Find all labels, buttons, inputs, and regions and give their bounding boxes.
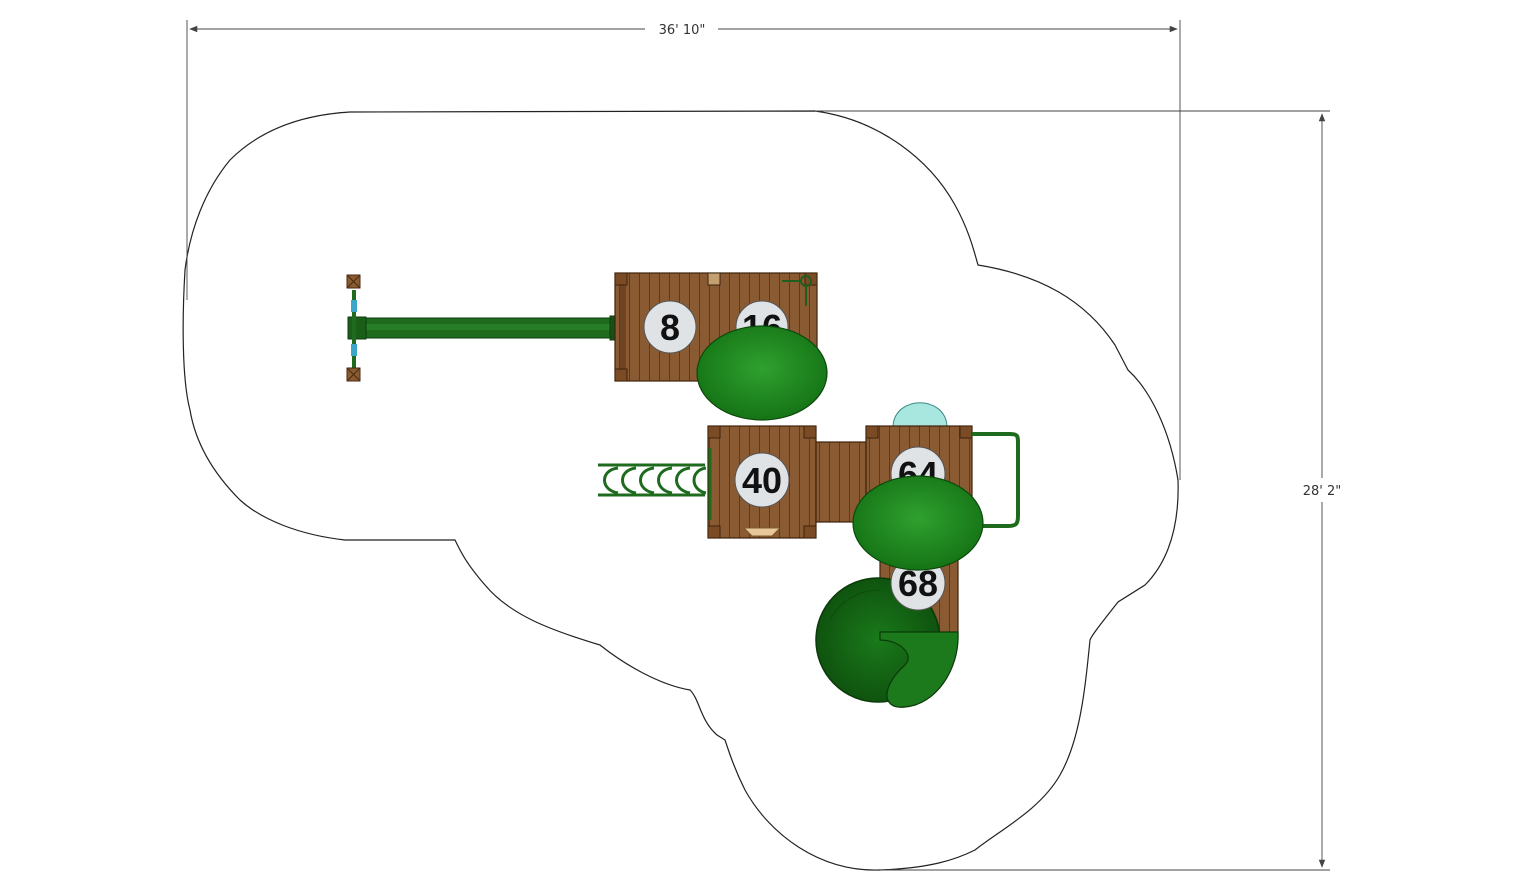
deck-label-40: 40 — [742, 460, 782, 501]
swing-beam — [346, 274, 627, 382]
climbing-ladder — [598, 448, 712, 520]
width-dimension: 36' 10" — [186, 20, 1181, 480]
depth-dimension: 28' 2" — [815, 110, 1342, 871]
spiral-slide — [815, 577, 959, 708]
deck-badge-40: 40 — [734, 452, 790, 508]
depth-dimension-label: 28' 2" — [1303, 484, 1342, 499]
canopy-upper — [696, 325, 828, 421]
width-dimension-label: 36' 10" — [659, 23, 706, 38]
canopy-right — [852, 475, 984, 571]
deck-label-8: 8 — [660, 307, 680, 348]
deck-badge-8: 8 — [643, 300, 697, 354]
